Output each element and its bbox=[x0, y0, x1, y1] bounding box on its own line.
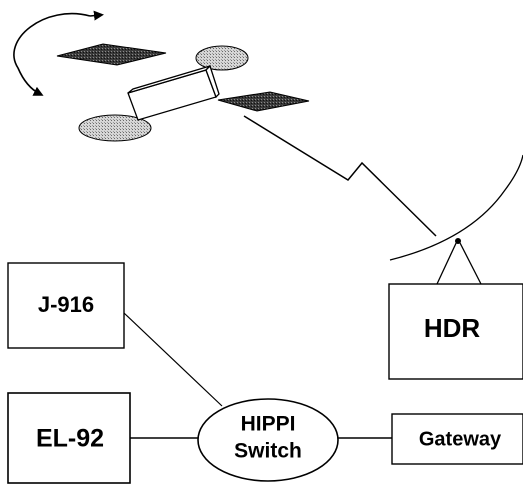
solar-panel-left bbox=[56, 43, 167, 66]
node-el92: EL-92 bbox=[7, 392, 131, 484]
satellite-body bbox=[127, 64, 220, 121]
node-hdr-label: HDR bbox=[424, 313, 481, 343]
dish-top bbox=[195, 45, 249, 71]
rotation-arrow-icon bbox=[13, 10, 104, 96]
node-hippi-line2: Switch bbox=[234, 440, 302, 463]
radio-link-icon bbox=[243, 115, 437, 237]
node-gateway: Gateway bbox=[391, 413, 523, 465]
node-el92-label: EL-92 bbox=[36, 425, 104, 453]
antenna-dish-icon bbox=[389, 154, 523, 261]
node-gateway-label: Gateway bbox=[419, 428, 502, 450]
solar-panel-right bbox=[217, 91, 310, 112]
node-j916: J-916 bbox=[7, 262, 125, 349]
node-hippi-switch: HIPPI Switch bbox=[197, 398, 339, 482]
node-hdr: HDR bbox=[388, 283, 523, 380]
satellite-icon bbox=[56, 43, 310, 142]
link-j916-hippi bbox=[123, 312, 223, 407]
dish-bottom bbox=[78, 114, 152, 142]
node-hippi-line1: HIPPI bbox=[241, 413, 296, 436]
node-j916-label: J-916 bbox=[38, 292, 94, 317]
antenna-mount bbox=[436, 238, 482, 285]
